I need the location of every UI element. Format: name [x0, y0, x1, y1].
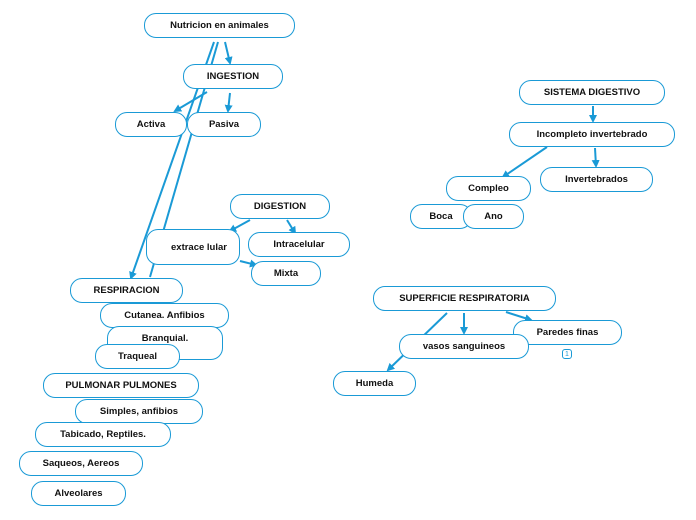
node-sistema-digestivo[interactable]: SISTEMA DIGESTIVO	[519, 80, 665, 105]
node-respiracion[interactable]: RESPIRACION	[70, 278, 183, 303]
node-humeda[interactable]: Humeda	[333, 371, 416, 396]
node-ano[interactable]: Ano	[463, 204, 524, 229]
node-activa[interactable]: Activa	[115, 112, 187, 137]
link-incompleto-invertebrados	[591, 147, 600, 168]
node-invertebrados[interactable]: Invertebrados	[540, 167, 653, 192]
node-nutricion[interactable]: Nutricion en animales	[144, 13, 295, 38]
count-badge[interactable]: 1	[562, 349, 572, 359]
link-digestion-extracelular	[228, 219, 251, 232]
node-pulmonar[interactable]: PULMONAR PULMONES	[43, 373, 199, 398]
link-incompleto-compleo	[501, 146, 548, 179]
link-ingestion-pasiva	[224, 92, 233, 113]
node-intracelular[interactable]: Intracelular	[248, 232, 350, 257]
node-pasiva[interactable]: Pasiva	[187, 112, 261, 137]
link-superficie-paredes	[505, 311, 533, 322]
node-vasos[interactable]: vasos sanguineos	[399, 334, 529, 359]
node-saqueos[interactable]: Saqueos, Aereos	[19, 451, 143, 476]
node-boca[interactable]: Boca	[410, 204, 472, 229]
node-superficie[interactable]: SUPERFICIE RESPIRATORIA	[373, 286, 556, 311]
node-cutanea[interactable]: Cutanea. Anfibios	[100, 303, 229, 328]
node-ingestion[interactable]: INGESTION	[183, 64, 283, 89]
node-simples[interactable]: Simples, anfibios	[75, 399, 203, 424]
node-tabicado[interactable]: Tabicado, Reptiles.	[35, 422, 171, 447]
node-alveolares[interactable]: Alveolares	[31, 481, 126, 506]
node-incompleto[interactable]: Incompleto invertebrado	[509, 122, 675, 147]
node-traqueal[interactable]: Traqueal	[95, 344, 180, 369]
link-digestion-intracelular	[286, 219, 297, 235]
node-paredes[interactable]: Paredes finas	[513, 320, 622, 345]
node-digestion[interactable]: DIGESTION	[230, 194, 330, 219]
node-mixta[interactable]: Mixta	[251, 261, 321, 286]
node-extracelular[interactable]: extrace lular	[146, 229, 240, 265]
node-compleo[interactable]: Compleo	[446, 176, 531, 201]
link-nutricion-ingestion	[224, 41, 233, 65]
